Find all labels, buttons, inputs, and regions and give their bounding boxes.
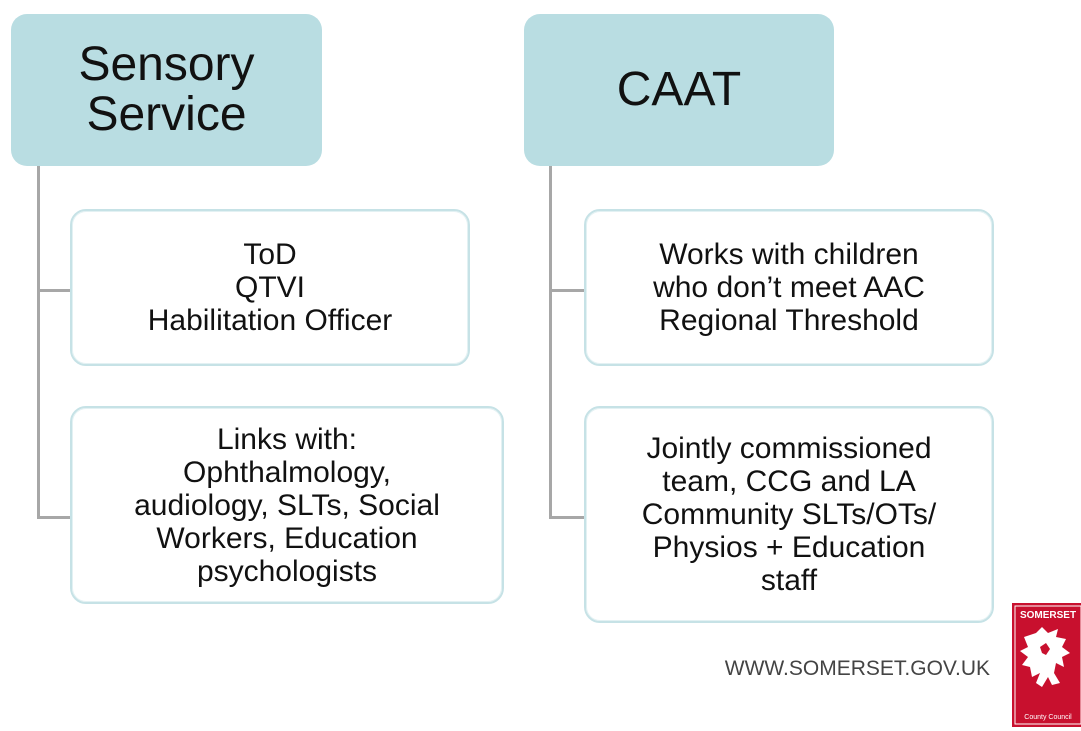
caat-scope-box: Works with children who don’t meet AAC R… <box>584 209 994 366</box>
website-url: WWW.SOMERSET.GOV.UK <box>724 657 990 680</box>
box-text: Works with children who don’t meet AAC R… <box>653 238 925 337</box>
connector-trunk-sensory <box>37 166 40 518</box>
dragon-icon <box>1020 627 1070 687</box>
connector-branch-sensory-1 <box>37 289 70 292</box>
sensory-links-box: Links with: Ophthalmology, audiology, SL… <box>70 406 504 604</box>
connector-branch-sensory-2 <box>37 516 70 519</box>
box-text: Jointly commissioned team, CCG and LA Co… <box>641 432 937 597</box>
connector-branch-caat-2 <box>549 516 584 519</box>
header-label: CAAT <box>616 62 742 116</box>
caat-team-box: Jointly commissioned team, CCG and LA Co… <box>584 406 994 623</box>
connector-trunk-caat <box>549 166 552 518</box>
connector-branch-caat-1 <box>549 289 584 292</box>
header-label: Sensory Service <box>78 37 255 141</box>
box-text: Links with: Ophthalmology, audiology, SL… <box>134 422 440 588</box>
somerset-logo: SOMERSET County Council <box>1012 603 1081 727</box>
sensory-service-header: Sensory Service <box>11 14 322 166</box>
logo-bottom-text: County Council <box>1024 714 1072 721</box>
logo-top-text: SOMERSET <box>1020 610 1076 621</box>
caat-header: CAAT <box>524 14 834 166</box>
sensory-roles-box: ToD QTVI Habilitation Officer <box>70 209 470 366</box>
box-text: ToD QTVI Habilitation Officer <box>147 238 393 337</box>
